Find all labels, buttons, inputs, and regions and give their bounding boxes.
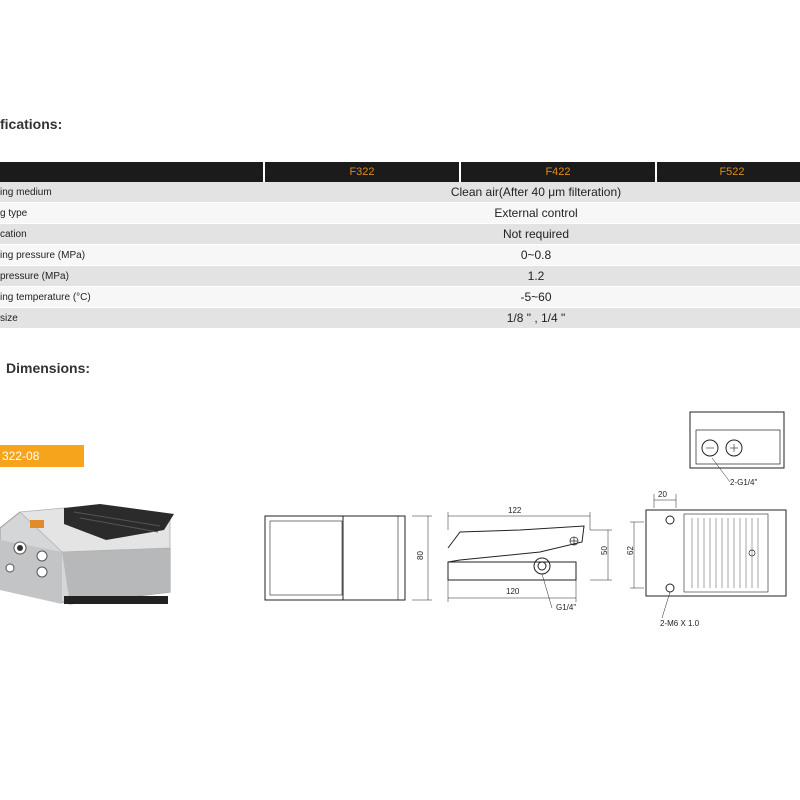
row-label: size bbox=[0, 307, 264, 329]
dim-height-front: 80 bbox=[416, 551, 425, 560]
bottom-view-drawing bbox=[630, 494, 787, 619]
dim-height-62: 62 bbox=[626, 546, 635, 555]
dim-length-top: 122 bbox=[508, 506, 522, 515]
table-row: g type External control bbox=[0, 202, 800, 224]
row-value: -5~60 bbox=[264, 286, 800, 308]
dim-height-side: 50 bbox=[600, 546, 609, 555]
row-value: Clean air(After 40 μm filteration) bbox=[264, 182, 800, 203]
specifications-heading: fications: bbox=[0, 116, 63, 132]
table-row: ing medium Clean air(After 40 μm filtera… bbox=[0, 182, 800, 203]
dim-port-side: G1/4" bbox=[556, 603, 576, 612]
top-view-drawing bbox=[689, 411, 785, 483]
row-value: External control bbox=[264, 202, 800, 224]
table-header-f322: F322 bbox=[264, 162, 461, 182]
table-header-item bbox=[0, 162, 265, 182]
model-badge: 322-08 bbox=[0, 445, 84, 467]
dim-length-bottom: 120 bbox=[506, 587, 520, 596]
dimensions-heading: Dimensions: bbox=[6, 360, 91, 376]
row-value: 1.2 bbox=[264, 265, 800, 287]
dim-mount-holes: 2-M6 X 1.0 bbox=[660, 619, 700, 628]
row-value: 0~0.8 bbox=[264, 244, 800, 266]
table-row: ing pressure (MPa) 0~0.8 bbox=[0, 244, 800, 266]
table-row: size 1/8 " , 1/4 " bbox=[0, 307, 800, 329]
row-label: pressure (MPa) bbox=[0, 265, 264, 287]
table-header-row: F322 F422 F522 bbox=[0, 162, 800, 182]
row-label: ing medium bbox=[0, 182, 264, 203]
foot-pedal-photo bbox=[0, 504, 174, 605]
table-row: ing temperature (°C) -5~60 bbox=[0, 286, 800, 308]
table-header-f522: F522 bbox=[656, 162, 800, 182]
row-label: ing pressure (MPa) bbox=[0, 244, 264, 266]
table-row: pressure (MPa) 1.2 bbox=[0, 265, 800, 287]
specifications-table: F322 F422 F522 ing medium Clean air(Afte… bbox=[0, 162, 800, 329]
dim-width-20: 20 bbox=[658, 490, 667, 499]
table-header-f422: F422 bbox=[460, 162, 657, 182]
side-view-drawing bbox=[447, 512, 612, 609]
row-value: Not required bbox=[264, 223, 800, 245]
row-label: ing temperature (°C) bbox=[0, 286, 264, 308]
row-value: 1/8 " , 1/4 " bbox=[264, 307, 800, 329]
front-view-drawing bbox=[264, 515, 432, 601]
row-label: g type bbox=[0, 202, 264, 224]
dim-port-top: 2-G1/4" bbox=[730, 478, 757, 487]
table-row: cation Not required bbox=[0, 223, 800, 245]
row-label: cation bbox=[0, 223, 264, 245]
